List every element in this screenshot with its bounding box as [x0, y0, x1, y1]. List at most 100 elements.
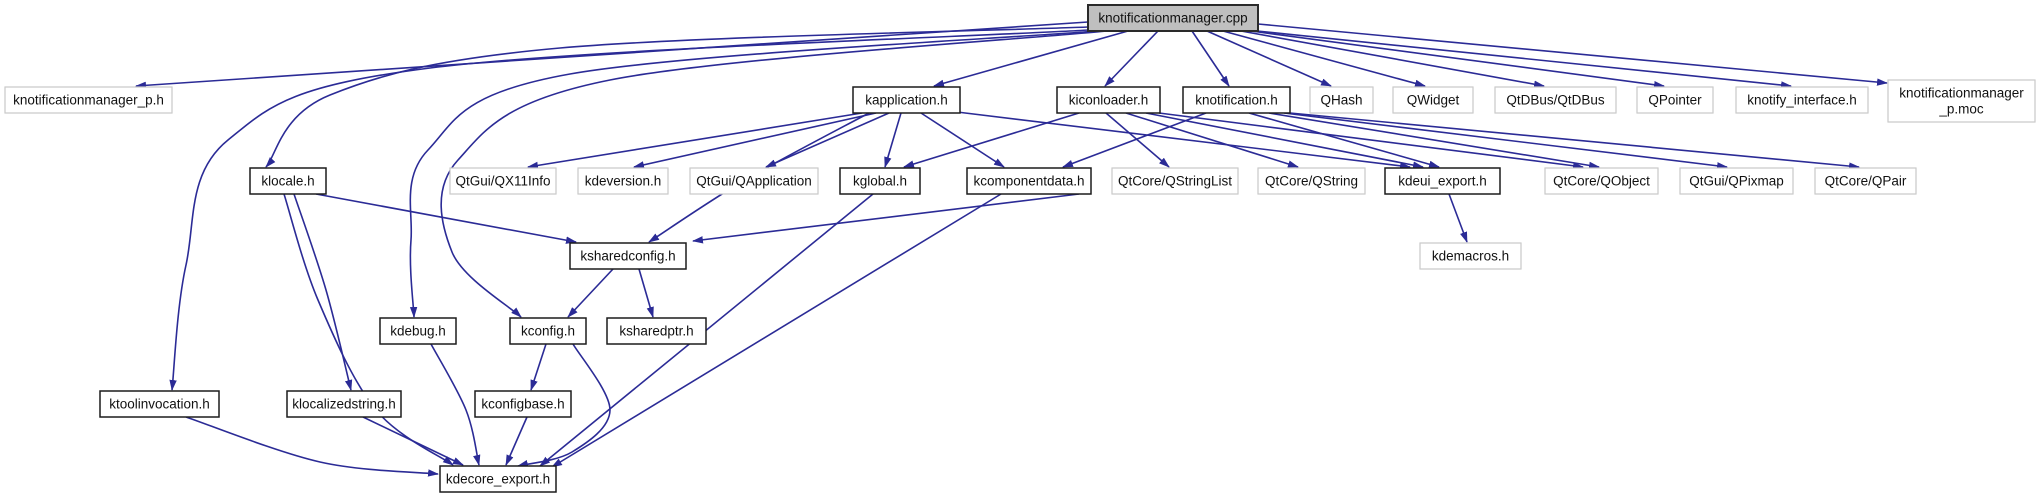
- node-qobject: QtCore/QObject: [1544, 167, 1659, 195]
- node-kdeui_export[interactable]: kdeui_export.h: [1384, 167, 1501, 195]
- edge-cpp-p_h: [135, 21, 1089, 90]
- node-kapplication[interactable]: kapplication.h: [852, 86, 961, 114]
- node-kconfig[interactable]: kconfig.h: [509, 317, 587, 345]
- node-box: [1544, 167, 1659, 195]
- edge-cpp-kconfig: [440, 30, 1108, 318]
- edge-knotification-qobject: [1268, 112, 1600, 170]
- node-label: knotificationmanager.cpp: [1098, 11, 1247, 26]
- node-label: knotify_interface.h: [1747, 93, 1857, 108]
- node-ksharedconfig[interactable]: ksharedconfig.h: [569, 242, 687, 270]
- edge-klocalizedstring-kdecore_export: [362, 416, 464, 466]
- node-moc: knotificationmanager_p.moc: [1887, 79, 2036, 123]
- node-ksharedptr[interactable]: ksharedptr.h: [606, 317, 707, 345]
- node-label: knotificationmanager: [1899, 86, 2024, 101]
- edge-cpp-qhash: [1206, 30, 1332, 87]
- node-box: [577, 167, 669, 195]
- node-label: ksharedconfig.h: [580, 249, 675, 264]
- edge-kiconloader-kdeui_export: [1145, 112, 1424, 169]
- edge-cpp-klocale: [265, 26, 1089, 168]
- node-box[interactable]: [852, 86, 961, 114]
- node-label: klocalizedstring.h: [292, 397, 396, 412]
- edge-cpp-knotification: [1191, 30, 1230, 87]
- node-knotification[interactable]: knotification.h: [1182, 86, 1291, 114]
- node-box[interactable]: [839, 167, 921, 195]
- node-qhash: QHash: [1309, 86, 1374, 114]
- node-label: kconfigbase.h: [481, 397, 564, 412]
- node-box[interactable]: [509, 317, 587, 345]
- edge-cpp-qwidget: [1222, 30, 1426, 87]
- edge-cpp-kdebug: [409, 30, 1098, 318]
- edge-kapplication-qapplication: [765, 112, 890, 168]
- edge-kapplication-kglobal: [884, 112, 902, 168]
- node-label: _p.moc: [1938, 102, 1984, 117]
- node-label: knotificationmanager_p.h: [13, 93, 164, 108]
- edge-ktoolinvocation-kdecore_export: [185, 416, 439, 477]
- node-cpp: knotificationmanager.cpp: [1087, 4, 1259, 32]
- node-box[interactable]: [1056, 86, 1161, 114]
- node-label: kdemacros.h: [1432, 249, 1509, 264]
- node-box[interactable]: [966, 167, 1092, 195]
- node-box[interactable]: [439, 465, 557, 493]
- node-label: QtCore/QPair: [1825, 174, 1907, 189]
- node-label: QtGui/QApplication: [696, 174, 812, 189]
- node-box[interactable]: [249, 167, 327, 195]
- node-label: QHash: [1320, 93, 1362, 108]
- node-box: [1735, 86, 1869, 114]
- node-label: QtCore/QStringList: [1118, 174, 1232, 189]
- node-ktoolinvocation[interactable]: ktoolinvocation.h: [99, 390, 220, 418]
- node-label: kglobal.h: [853, 174, 907, 189]
- node-label: klocale.h: [261, 174, 314, 189]
- edge-cpp-qtdbus: [1240, 30, 1545, 88]
- node-label: ksharedptr.h: [619, 324, 693, 339]
- node-box[interactable]: [1384, 167, 1501, 195]
- node-kconfigbase[interactable]: kconfigbase.h: [474, 390, 572, 418]
- node-label: kdeversion.h: [585, 174, 662, 189]
- node-kcomponentdata[interactable]: kcomponentdata.h: [966, 167, 1092, 195]
- edge-kapplication-kdeversion: [633, 112, 877, 169]
- edge-kconfigbase-kdecore_export: [505, 416, 528, 466]
- node-box: [449, 167, 557, 195]
- node-box[interactable]: [569, 242, 687, 270]
- node-kdeversion: kdeversion.h: [577, 167, 669, 195]
- node-label: kapplication.h: [865, 93, 948, 108]
- edge-kcomponentdata-ksharedconfig: [692, 193, 1080, 244]
- edge-knotification-kdeui_export: [1248, 112, 1440, 168]
- node-box: [1814, 167, 1917, 195]
- node-p_h: knotificationmanager_p.h: [4, 86, 173, 114]
- node-qpixmap: QtGui/QPixmap: [1679, 167, 1794, 195]
- node-kdebug[interactable]: kdebug.h: [379, 317, 457, 345]
- node-label: kiconloader.h: [1069, 93, 1149, 108]
- node-label: QtCore/QObject: [1553, 174, 1650, 189]
- edge-kiconloader-qstringlist: [1105, 112, 1170, 168]
- node-qstringlist: QtCore/QStringList: [1111, 167, 1239, 195]
- node-kglobal[interactable]: kglobal.h: [839, 167, 921, 195]
- node-klocalizedstring[interactable]: klocalizedstring.h: [286, 390, 402, 418]
- edge-kdebug-kdecore_export: [430, 343, 481, 466]
- node-label: ktoolinvocation.h: [109, 397, 210, 412]
- edge-cpp-ktoolinvocation: [169, 29, 1090, 391]
- node-box[interactable]: [379, 317, 457, 345]
- node-label: QPointer: [1648, 93, 1702, 108]
- node-box: [1679, 167, 1794, 195]
- edge-kiconloader-qstring: [1125, 112, 1299, 168]
- node-label: QtCore/QString: [1265, 174, 1358, 189]
- node-box: [1419, 242, 1522, 270]
- node-box: [1494, 86, 1617, 114]
- node-klocale[interactable]: klocale.h: [249, 167, 327, 195]
- node-qx11info: QtGui/QX11Info: [449, 167, 557, 195]
- node-box[interactable]: [606, 317, 707, 345]
- node-box[interactable]: [474, 390, 572, 418]
- node-box[interactable]: [1182, 86, 1291, 114]
- edge-cpp-moc: [1257, 23, 1888, 86]
- node-box: [689, 167, 819, 195]
- node-label: kdeui_export.h: [1398, 174, 1487, 189]
- edge-cpp-kapplication: [933, 30, 1129, 87]
- edge-kiconloader-qobject: [1158, 112, 1584, 170]
- node-box[interactable]: [286, 390, 402, 418]
- edge-kapplication-kdeui_export: [956, 111, 1411, 170]
- node-kdecore_export[interactable]: kdecore_export.h: [439, 465, 557, 493]
- node-kiconloader[interactable]: kiconloader.h: [1056, 86, 1161, 114]
- node-box: [1257, 167, 1366, 195]
- node-box[interactable]: [99, 390, 220, 418]
